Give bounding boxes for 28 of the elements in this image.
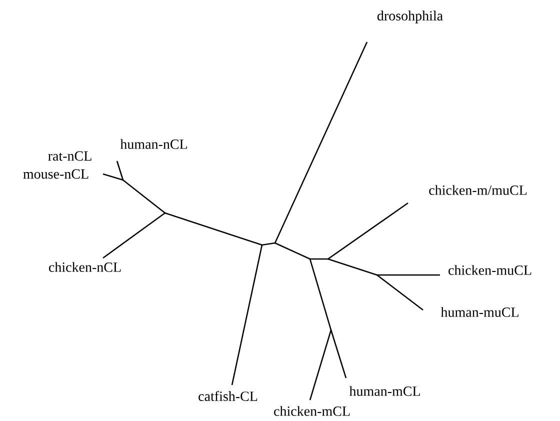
species-label: human-muCL [440,307,518,317]
branch-line [330,330,347,378]
branch-line [328,258,378,276]
branch-line [231,244,263,386]
branch-line [376,274,424,311]
species-label: drosohphila [377,10,443,24]
branch-line [262,242,276,246]
branch-line [310,258,328,260]
branch-line [122,180,166,214]
species-label: catfish-CL [198,391,258,401]
branch-line [164,212,262,246]
branch-line [116,160,124,180]
branch-line [328,202,408,260]
branch-line [274,242,310,260]
branch-line [377,274,440,276]
branch-line [102,173,124,181]
species-label: rat-nCL [48,151,92,161]
species-label: mouse-nCL [23,169,88,179]
species-label: chicken-nCL [49,262,121,272]
branch-line [274,42,368,244]
species-label: human-nCL [120,139,187,149]
branch-line [309,258,332,330]
branch-line [309,330,332,400]
species-label: chicken-m/muCL [429,185,527,195]
species-label: chicken-muCL [448,265,532,275]
species-label: chicken-mCL [274,406,350,416]
branch-line [102,212,166,259]
species-label: human-mCL [349,386,420,396]
